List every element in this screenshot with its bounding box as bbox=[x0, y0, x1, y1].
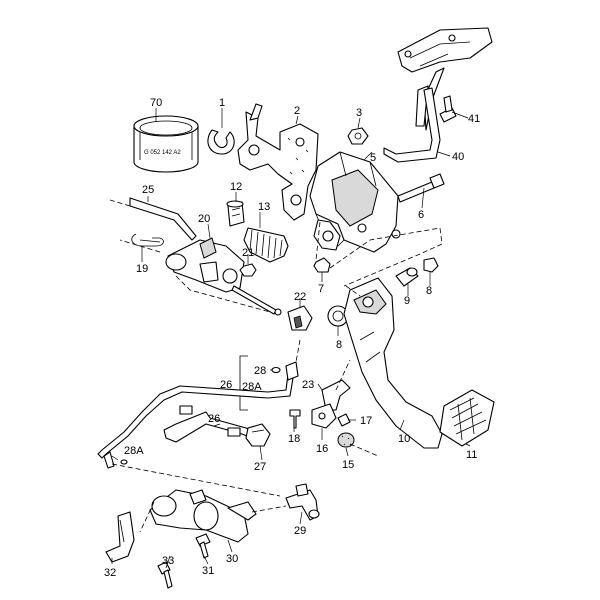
sensor-16 bbox=[311, 403, 337, 429]
callout-labels: 70 1 2 3 5 41 40 25 12 13 20 6 21 19 7 9… bbox=[104, 97, 480, 579]
o-ring-28 bbox=[271, 366, 281, 374]
bolt-31 bbox=[195, 533, 211, 559]
nut-7 bbox=[313, 257, 331, 273]
pedal-bracket-5 bbox=[309, 151, 401, 253]
callout-23: 23 bbox=[302, 379, 314, 391]
bracket-2 bbox=[237, 103, 319, 221]
callout-21: 21 bbox=[242, 247, 254, 259]
fitting-28A-lower bbox=[103, 451, 128, 469]
clip-1 bbox=[207, 129, 235, 155]
callout-29: 29 bbox=[294, 525, 306, 537]
callout-11: 11 bbox=[466, 449, 477, 461]
hydraulic-line-26 bbox=[97, 361, 299, 459]
callout-70: 70 bbox=[150, 97, 162, 109]
callout-31: 31 bbox=[202, 565, 214, 577]
bushing-9 bbox=[395, 267, 419, 287]
connector-frame-26 bbox=[239, 355, 248, 411]
callout-15: 15 bbox=[342, 459, 354, 471]
adapter-29 bbox=[285, 483, 320, 521]
push-rod bbox=[231, 285, 282, 316]
callout-33: 33 bbox=[162, 555, 174, 567]
holder-27 bbox=[245, 423, 271, 447]
callout-5: 5 bbox=[370, 152, 376, 164]
clutch-pedal-10 bbox=[343, 277, 443, 449]
clip-19 bbox=[131, 233, 164, 247]
callout-2: 2 bbox=[294, 105, 300, 117]
switch-22 bbox=[287, 305, 313, 331]
line-40 bbox=[383, 87, 441, 163]
callout-32: 32 bbox=[104, 567, 116, 579]
bushing-12 bbox=[226, 200, 245, 227]
callout-19: 19 bbox=[136, 263, 148, 275]
callout-28A-upper: 28A bbox=[242, 381, 262, 393]
callout-22: 22 bbox=[294, 291, 306, 303]
callout-17: 17 bbox=[360, 415, 372, 427]
callout-40: 40 bbox=[452, 151, 464, 163]
callout-28-upper: 28 bbox=[254, 365, 266, 377]
bracket-32 bbox=[105, 511, 135, 563]
pedal-pad-11 bbox=[439, 389, 495, 447]
pad-15 bbox=[337, 432, 355, 448]
master-cylinder-20 bbox=[165, 237, 245, 293]
callout-1: 1 bbox=[219, 97, 225, 109]
callout-28A-lower: 28A bbox=[124, 445, 144, 457]
nut-21 bbox=[239, 263, 257, 277]
leader-lines bbox=[111, 108, 471, 569]
pin-18 bbox=[289, 409, 301, 429]
nut-8-right bbox=[423, 257, 439, 273]
callout-20: 20 bbox=[198, 213, 210, 225]
callout-13: 13 bbox=[258, 201, 270, 213]
callout-18: 18 bbox=[288, 433, 300, 445]
callout-25: 25 bbox=[142, 184, 154, 196]
callout-7: 7 bbox=[318, 283, 324, 295]
callout-8-right: 8 bbox=[426, 285, 432, 297]
sleeve-70: G 052 142 A2 bbox=[133, 115, 199, 173]
slave-cylinder-30 bbox=[149, 489, 257, 543]
assembly-lines bbox=[111, 221, 443, 533]
screw-17 bbox=[337, 413, 351, 427]
callout-8-left: 8 bbox=[336, 339, 342, 351]
callout-26-upper: 26 bbox=[220, 379, 232, 391]
cable-25 bbox=[109, 197, 197, 241]
callout-12: 12 bbox=[230, 181, 242, 193]
callout-16: 16 bbox=[316, 443, 328, 455]
callout-26-lower: 26 bbox=[208, 413, 220, 425]
spring-13 bbox=[243, 227, 289, 263]
callout-3: 3 bbox=[356, 107, 362, 119]
callout-41: 41 bbox=[468, 113, 480, 125]
nut-3 bbox=[347, 127, 369, 145]
callout-27: 27 bbox=[254, 461, 266, 473]
part-marking: G 052 142 A2 bbox=[144, 150, 181, 156]
callout-6: 6 bbox=[418, 209, 424, 221]
bolt-6 bbox=[397, 173, 445, 203]
callout-9: 9 bbox=[404, 295, 410, 307]
bolt-41 bbox=[439, 95, 457, 123]
callout-30: 30 bbox=[226, 553, 238, 565]
callout-10: 10 bbox=[398, 433, 410, 445]
